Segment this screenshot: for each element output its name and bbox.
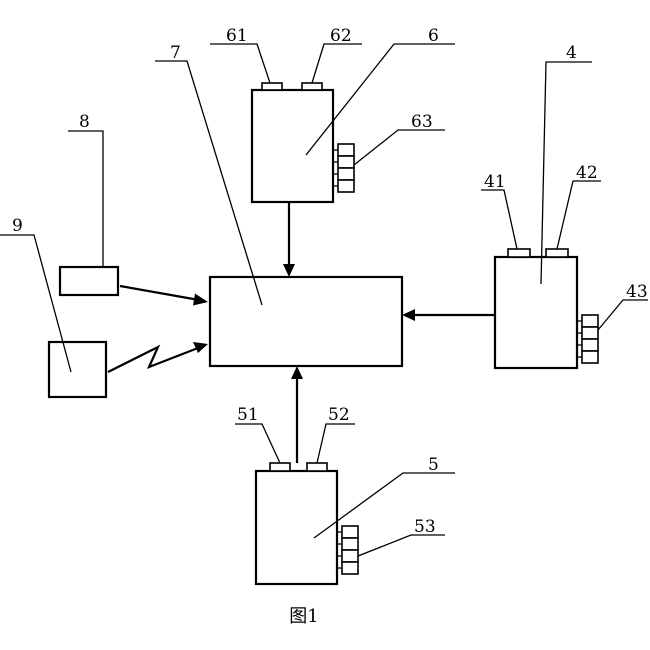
arrowhead-6-to-7 bbox=[283, 264, 295, 277]
link-8-to-7 bbox=[119, 284, 200, 302]
label-6: 6 bbox=[428, 26, 439, 46]
central-block-7 bbox=[208, 275, 404, 368]
connector-53-slot-1 bbox=[341, 525, 359, 539]
figure-caption: 图1 bbox=[289, 606, 318, 627]
leader-41 bbox=[481, 189, 518, 250]
button-62 bbox=[301, 82, 323, 91]
leader-62 bbox=[311, 43, 362, 84]
connector-63-slot-4 bbox=[337, 179, 355, 193]
arrowhead-8-to-7 bbox=[193, 293, 208, 306]
label-43: 43 bbox=[626, 282, 648, 302]
button-41 bbox=[507, 248, 531, 258]
connector-53-slot-3 bbox=[341, 549, 359, 563]
connector-63-slot-2 bbox=[337, 155, 355, 169]
label-62: 62 bbox=[330, 26, 352, 46]
label-4: 4 bbox=[566, 43, 577, 63]
leader-61 bbox=[210, 43, 271, 84]
leader-9 bbox=[0, 234, 72, 373]
connector-43-slot-4 bbox=[581, 350, 599, 364]
arrowhead-9-to-7 bbox=[193, 342, 208, 353]
device-9 bbox=[47, 340, 108, 399]
connector-63-slot-1 bbox=[337, 143, 355, 157]
leader-42 bbox=[556, 180, 601, 250]
leader-6 bbox=[305, 43, 455, 156]
label-51: 51 bbox=[237, 405, 259, 425]
label-5: 5 bbox=[428, 455, 439, 475]
device-5 bbox=[254, 462, 359, 586]
leader-5 bbox=[313, 472, 455, 539]
connector-53-slot-2 bbox=[341, 537, 359, 551]
connector-53-slot-4 bbox=[341, 561, 359, 575]
arrowhead-4-to-7 bbox=[402, 309, 415, 321]
leader-8 bbox=[68, 130, 104, 267]
button-52 bbox=[306, 462, 328, 472]
button-42 bbox=[545, 248, 569, 258]
device-6 bbox=[250, 82, 355, 204]
leader-52 bbox=[316, 423, 355, 464]
device-4-body bbox=[493, 255, 579, 370]
connector-63-slot-3 bbox=[337, 167, 355, 181]
leader-53 bbox=[357, 534, 445, 557]
label-61: 61 bbox=[226, 26, 248, 46]
label-41: 41 bbox=[484, 172, 506, 192]
label-8: 8 bbox=[79, 112, 90, 132]
leader-63 bbox=[353, 129, 445, 166]
arrowhead-5-to-7 bbox=[291, 366, 303, 379]
label-9: 9 bbox=[12, 216, 23, 236]
connector-43-slot-3 bbox=[581, 338, 599, 352]
label-42: 42 bbox=[576, 163, 598, 183]
device-4 bbox=[493, 248, 599, 370]
device-5-body bbox=[254, 469, 339, 586]
wireless-link-9-to-7 bbox=[107, 344, 199, 373]
label-63: 63 bbox=[411, 112, 433, 132]
connector-43-slot-2 bbox=[581, 326, 599, 340]
device-8 bbox=[58, 265, 120, 297]
leader-4 bbox=[540, 61, 592, 285]
device-6-body bbox=[250, 88, 335, 204]
label-52: 52 bbox=[328, 405, 350, 425]
connector-43-slot-1 bbox=[581, 314, 599, 328]
leader-43 bbox=[597, 299, 648, 331]
leader-51 bbox=[235, 423, 281, 464]
label-53: 53 bbox=[414, 517, 436, 537]
label-7: 7 bbox=[170, 43, 181, 63]
button-61 bbox=[261, 82, 283, 91]
leader-7 bbox=[155, 60, 263, 306]
button-51 bbox=[269, 462, 291, 472]
